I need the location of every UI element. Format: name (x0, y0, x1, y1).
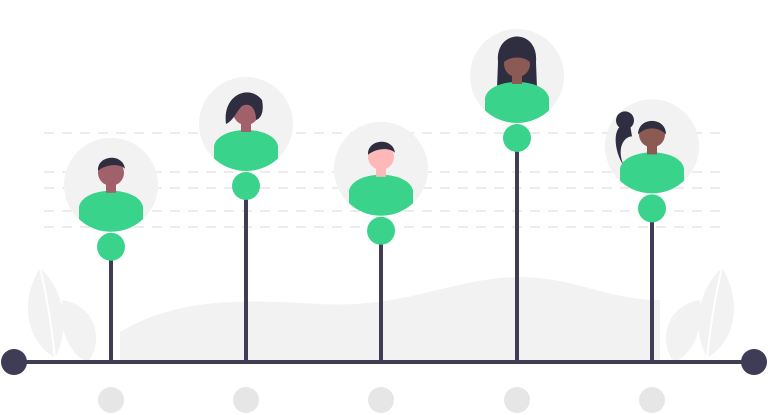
person-4-column (470, 29, 564, 413)
person-4-node (503, 124, 531, 152)
person-3-avatar (334, 121, 428, 216)
background-hill (120, 277, 660, 360)
person-5-node (638, 194, 666, 223)
leaf-left-icon (28, 267, 97, 362)
person-3-column (334, 121, 428, 413)
person-3-hair (367, 141, 395, 155)
person-4-shirt (485, 82, 549, 123)
person-2-node (232, 172, 260, 200)
person-5-avatar (605, 99, 699, 194)
person-3-shirt (349, 174, 413, 216)
person-5-base-dot (639, 387, 665, 413)
person-1-base-dot (98, 387, 124, 413)
person-1-shirt (79, 190, 143, 232)
leaf-right-icon (665, 267, 734, 362)
person-5-hair (638, 120, 666, 135)
person-2-shirt (214, 130, 278, 171)
person-5-column (605, 99, 699, 413)
person-5-shirt (620, 152, 684, 194)
person-2-avatar (199, 77, 293, 171)
people-columns (64, 29, 699, 413)
person-3-node (367, 216, 395, 245)
person-4-avatar (470, 29, 564, 123)
timeline-start-dot (1, 349, 27, 375)
person-5-ponytail (615, 124, 632, 167)
person-1-node (97, 232, 125, 261)
person-1-avatar (64, 137, 158, 232)
person-4-base-dot (504, 387, 530, 413)
timeline-end-dot (741, 349, 767, 375)
person-2-column (199, 77, 293, 413)
person-2-hair (225, 92, 263, 124)
person-2-base-dot (233, 387, 259, 413)
person-1-hair (97, 157, 125, 171)
person-3-base-dot (368, 387, 394, 413)
person-1-column (64, 137, 158, 413)
